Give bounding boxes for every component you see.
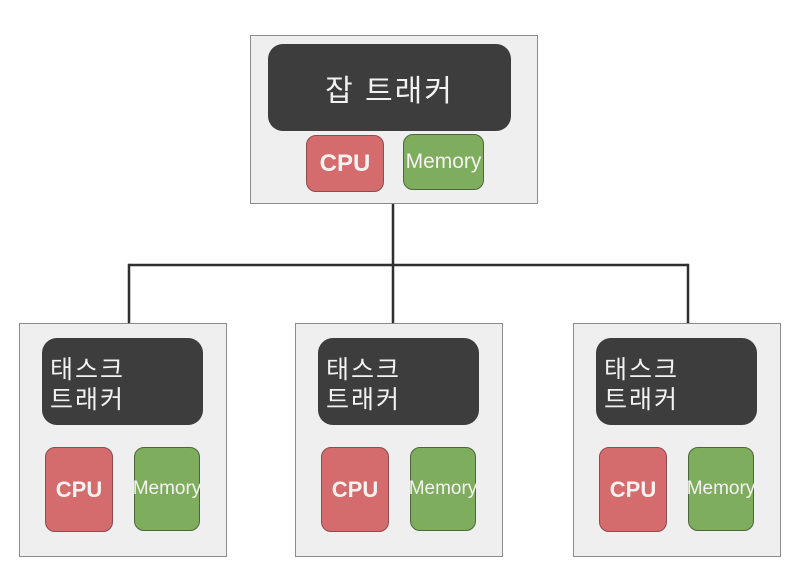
task-tracker-3-memory-chip: Memory bbox=[687, 447, 755, 531]
job-tracker-node: 잡 트래커 CPU Memory bbox=[250, 35, 538, 204]
task-tracker-node-2: 태스크 트래커 CPU Memory bbox=[295, 323, 503, 557]
task-tracker-2-memory-chip: Memory bbox=[409, 447, 477, 531]
job-tracker-memory-chip: Memory bbox=[403, 134, 484, 190]
task-tracker-3-title: 태스크 트래커 bbox=[596, 338, 757, 425]
task-tracker-node-1: 태스크 트래커 CPU Memory bbox=[19, 323, 227, 557]
job-tracker-title: 잡 트래커 bbox=[268, 44, 511, 131]
task-tracker-2-title: 태스크 트래커 bbox=[318, 338, 479, 425]
task-tracker-1-title: 태스크 트래커 bbox=[42, 338, 203, 425]
task-tracker-2-cpu-chip: CPU bbox=[321, 447, 389, 532]
task-tracker-node-3: 태스크 트래커 CPU Memory bbox=[573, 323, 781, 557]
job-tracker-cpu-chip: CPU bbox=[306, 135, 384, 192]
task-tracker-3-cpu-chip: CPU bbox=[599, 447, 667, 532]
task-tracker-1-cpu-chip: CPU bbox=[45, 447, 113, 532]
task-tracker-1-memory-chip: Memory bbox=[133, 447, 201, 531]
